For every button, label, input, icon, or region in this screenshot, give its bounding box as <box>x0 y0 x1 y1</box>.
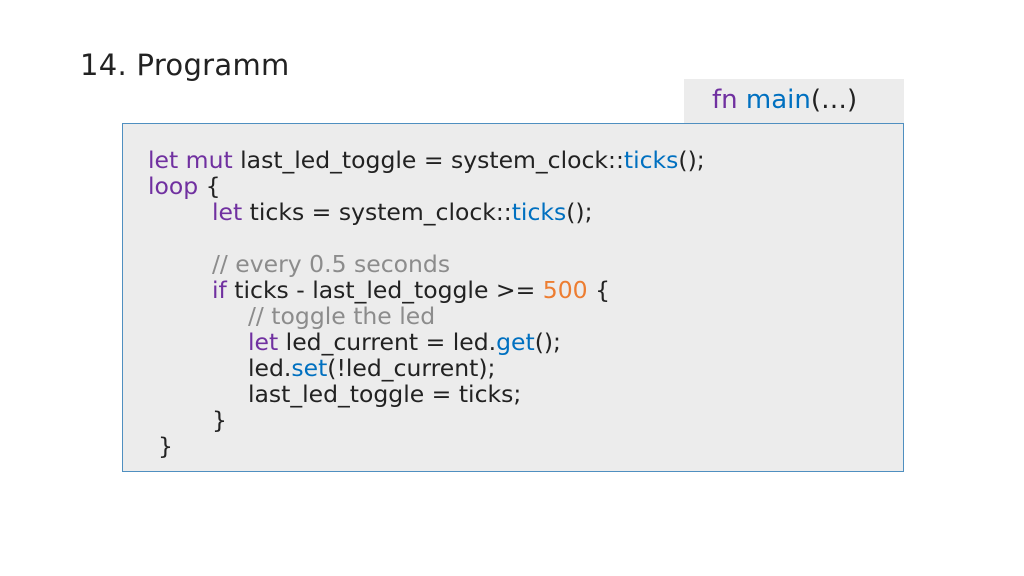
code-function: set <box>291 354 328 382</box>
code-text: (); <box>678 146 705 174</box>
code-line-3: let ticks = system_clock::ticks(); <box>212 199 593 225</box>
code-text: ticks = system_clock:: <box>242 198 512 226</box>
code-text: (!led_current); <box>327 354 496 382</box>
code-comment: // every 0.5 seconds <box>212 250 451 278</box>
code-keyword: if <box>212 276 227 304</box>
code-line-9: last_led_toggle = ticks; <box>248 381 521 407</box>
code-text: } <box>212 406 227 434</box>
code-keyword: let <box>248 328 279 356</box>
code-keyword: loop <box>148 172 199 200</box>
code-line-10: } <box>212 407 227 433</box>
code-text: led. <box>248 354 292 382</box>
code-line-6: // toggle the led <box>248 303 435 329</box>
code-text: (); <box>566 198 593 226</box>
code-text: (); <box>534 328 561 356</box>
code-line-8: led.set(!led_current); <box>248 355 495 381</box>
code-line-11: } <box>158 433 173 459</box>
code-text: last_led_toggle = ticks; <box>248 380 522 408</box>
code-line-1: let mut last_led_toggle = system_clock::… <box>148 147 705 173</box>
code-line-2: loop { <box>148 173 221 199</box>
function-signature-tag: fn main(…) <box>684 79 904 123</box>
code-comment: // toggle the led <box>248 302 436 330</box>
fn-args: (…) <box>810 85 858 115</box>
code-text: { <box>587 276 611 304</box>
code-line-7: let led_current = led.get(); <box>248 329 561 355</box>
code-function: ticks <box>511 198 567 226</box>
code-text: last_led_toggle = system_clock:: <box>232 146 624 174</box>
code-line-5: if ticks - last_led_toggle >= 500 { <box>212 277 610 303</box>
slide-title: 14. Programm <box>80 48 290 82</box>
code-text: } <box>158 432 173 460</box>
code-keyword: let <box>212 198 243 226</box>
fn-name: main <box>745 85 811 115</box>
code-block: let mut last_led_toggle = system_clock::… <box>122 123 904 472</box>
code-keyword: let mut <box>148 146 233 174</box>
fn-keyword: fn <box>712 85 738 115</box>
code-text: { <box>198 172 221 200</box>
code-line-4: // every 0.5 seconds <box>212 251 450 277</box>
code-function: get <box>496 328 535 356</box>
code-function: ticks <box>623 146 679 174</box>
code-text: ticks - last_led_toggle >= <box>226 276 543 304</box>
code-number: 500 <box>542 276 588 304</box>
code-text: led_current = led. <box>278 328 497 356</box>
